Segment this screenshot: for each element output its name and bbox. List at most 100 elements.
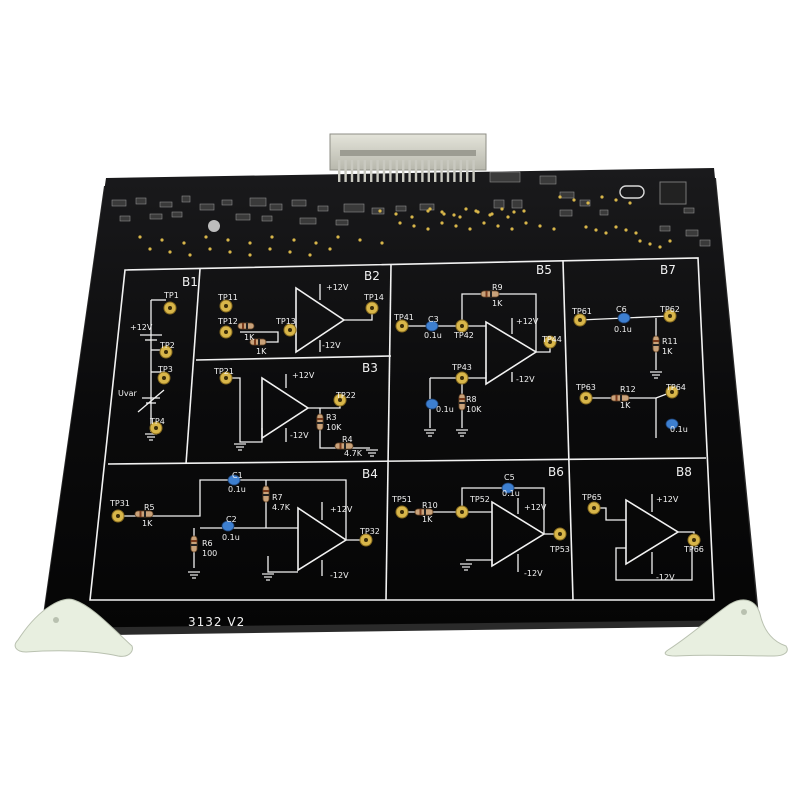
b8-minus12v: -12V <box>656 573 675 582</box>
b7-1k-a: 1K <box>662 347 673 356</box>
smd-part <box>559 209 573 217</box>
capacitor <box>501 482 515 494</box>
via <box>394 212 398 216</box>
test-point-hole <box>162 376 166 380</box>
via <box>308 253 312 257</box>
mounting-crystal <box>208 181 687 232</box>
via <box>358 238 362 242</box>
via <box>160 238 164 242</box>
connector-pin <box>453 160 456 182</box>
b3-r3: R3 <box>326 413 337 422</box>
via <box>412 224 416 228</box>
via <box>482 221 486 225</box>
block-label-b4: B4 <box>362 467 378 481</box>
test-point-hole <box>578 318 582 322</box>
b1-plus12v: +12V <box>130 323 153 332</box>
via <box>488 213 492 217</box>
via <box>584 225 588 229</box>
via <box>248 241 252 245</box>
smd-part <box>181 195 191 203</box>
block-label-b2: B2 <box>364 269 380 283</box>
via <box>378 209 382 213</box>
via <box>586 201 590 205</box>
test-point-hole <box>224 330 228 334</box>
via <box>464 207 468 211</box>
via <box>168 250 172 254</box>
b4-r6: R6 <box>202 539 213 548</box>
via <box>510 227 514 231</box>
test-point-hole <box>558 532 562 536</box>
capacitor <box>425 398 439 410</box>
test-point-hole <box>370 306 374 310</box>
via <box>204 235 208 239</box>
block-label-b7: B7 <box>660 263 676 277</box>
connector-pin <box>370 160 373 182</box>
via <box>208 247 212 251</box>
connector-pin <box>459 160 462 182</box>
resistor <box>190 535 198 553</box>
via <box>454 224 458 228</box>
via <box>634 231 638 235</box>
connector-pin <box>466 160 469 182</box>
test-point-hole <box>670 390 674 394</box>
b4-r7: R7 <box>272 493 283 502</box>
right-ejector-bracket <box>664 599 788 657</box>
smd-part <box>291 199 307 207</box>
connector-pin <box>472 160 475 182</box>
b7-tp64: TP64 <box>665 383 686 392</box>
smd-part <box>511 199 523 209</box>
via <box>428 207 432 211</box>
smd-part <box>343 203 365 213</box>
b6-tp53: TP53 <box>549 545 570 554</box>
via <box>524 221 528 225</box>
b8-plus12v: +12V <box>656 495 679 504</box>
smd-part <box>683 207 695 214</box>
b4-0.1u-b: 0.1u <box>222 533 240 542</box>
b6-tp51: TP51 <box>391 495 412 504</box>
via <box>226 238 230 242</box>
smd-part <box>171 211 183 218</box>
b1-uvar: Uvar <box>118 389 137 398</box>
via <box>292 238 296 242</box>
via <box>624 228 628 232</box>
block-label-b5: B5 <box>536 263 552 277</box>
test-point-hole <box>154 426 158 430</box>
via <box>288 250 292 254</box>
smd-part <box>579 199 591 207</box>
connector-pin <box>440 160 443 182</box>
smd-part <box>685 229 699 237</box>
via <box>558 195 562 199</box>
smd-part <box>699 239 711 247</box>
b4-c2: C2 <box>226 515 237 524</box>
b6-1k: 1K <box>422 515 433 524</box>
b5-minus12v: -12V <box>516 375 535 384</box>
resistors <box>134 290 660 553</box>
via <box>426 209 430 213</box>
b5-0.1u-b: 0.1u <box>436 405 454 414</box>
via <box>410 215 414 219</box>
b5-10k: 10K <box>466 405 482 414</box>
b3-10k: 10K <box>326 423 342 432</box>
capacitor <box>617 312 631 324</box>
smd-part <box>111 199 127 207</box>
test-point-hole <box>460 324 464 328</box>
smd-part <box>659 225 671 232</box>
smd-part <box>159 201 173 208</box>
b4-4.7k: 4.7K <box>272 503 291 512</box>
block-label-b8: B8 <box>676 465 692 479</box>
test-point-hole <box>584 396 588 400</box>
b5-r9: R9 <box>492 283 503 292</box>
via <box>148 247 152 251</box>
test-point-hole <box>460 376 464 380</box>
b4-tp32: TP32 <box>359 527 380 536</box>
b5-1k: 1K <box>492 299 503 308</box>
b4-tp31: TP31 <box>109 499 130 508</box>
resistor <box>237 322 255 330</box>
test-point-hole <box>592 506 596 510</box>
smd-part <box>599 209 609 216</box>
connector-pin <box>395 160 398 182</box>
b3-tp21: TP21 <box>213 367 234 376</box>
test-point-hole <box>692 538 696 542</box>
edge-connector <box>329 133 487 182</box>
via <box>440 210 444 214</box>
